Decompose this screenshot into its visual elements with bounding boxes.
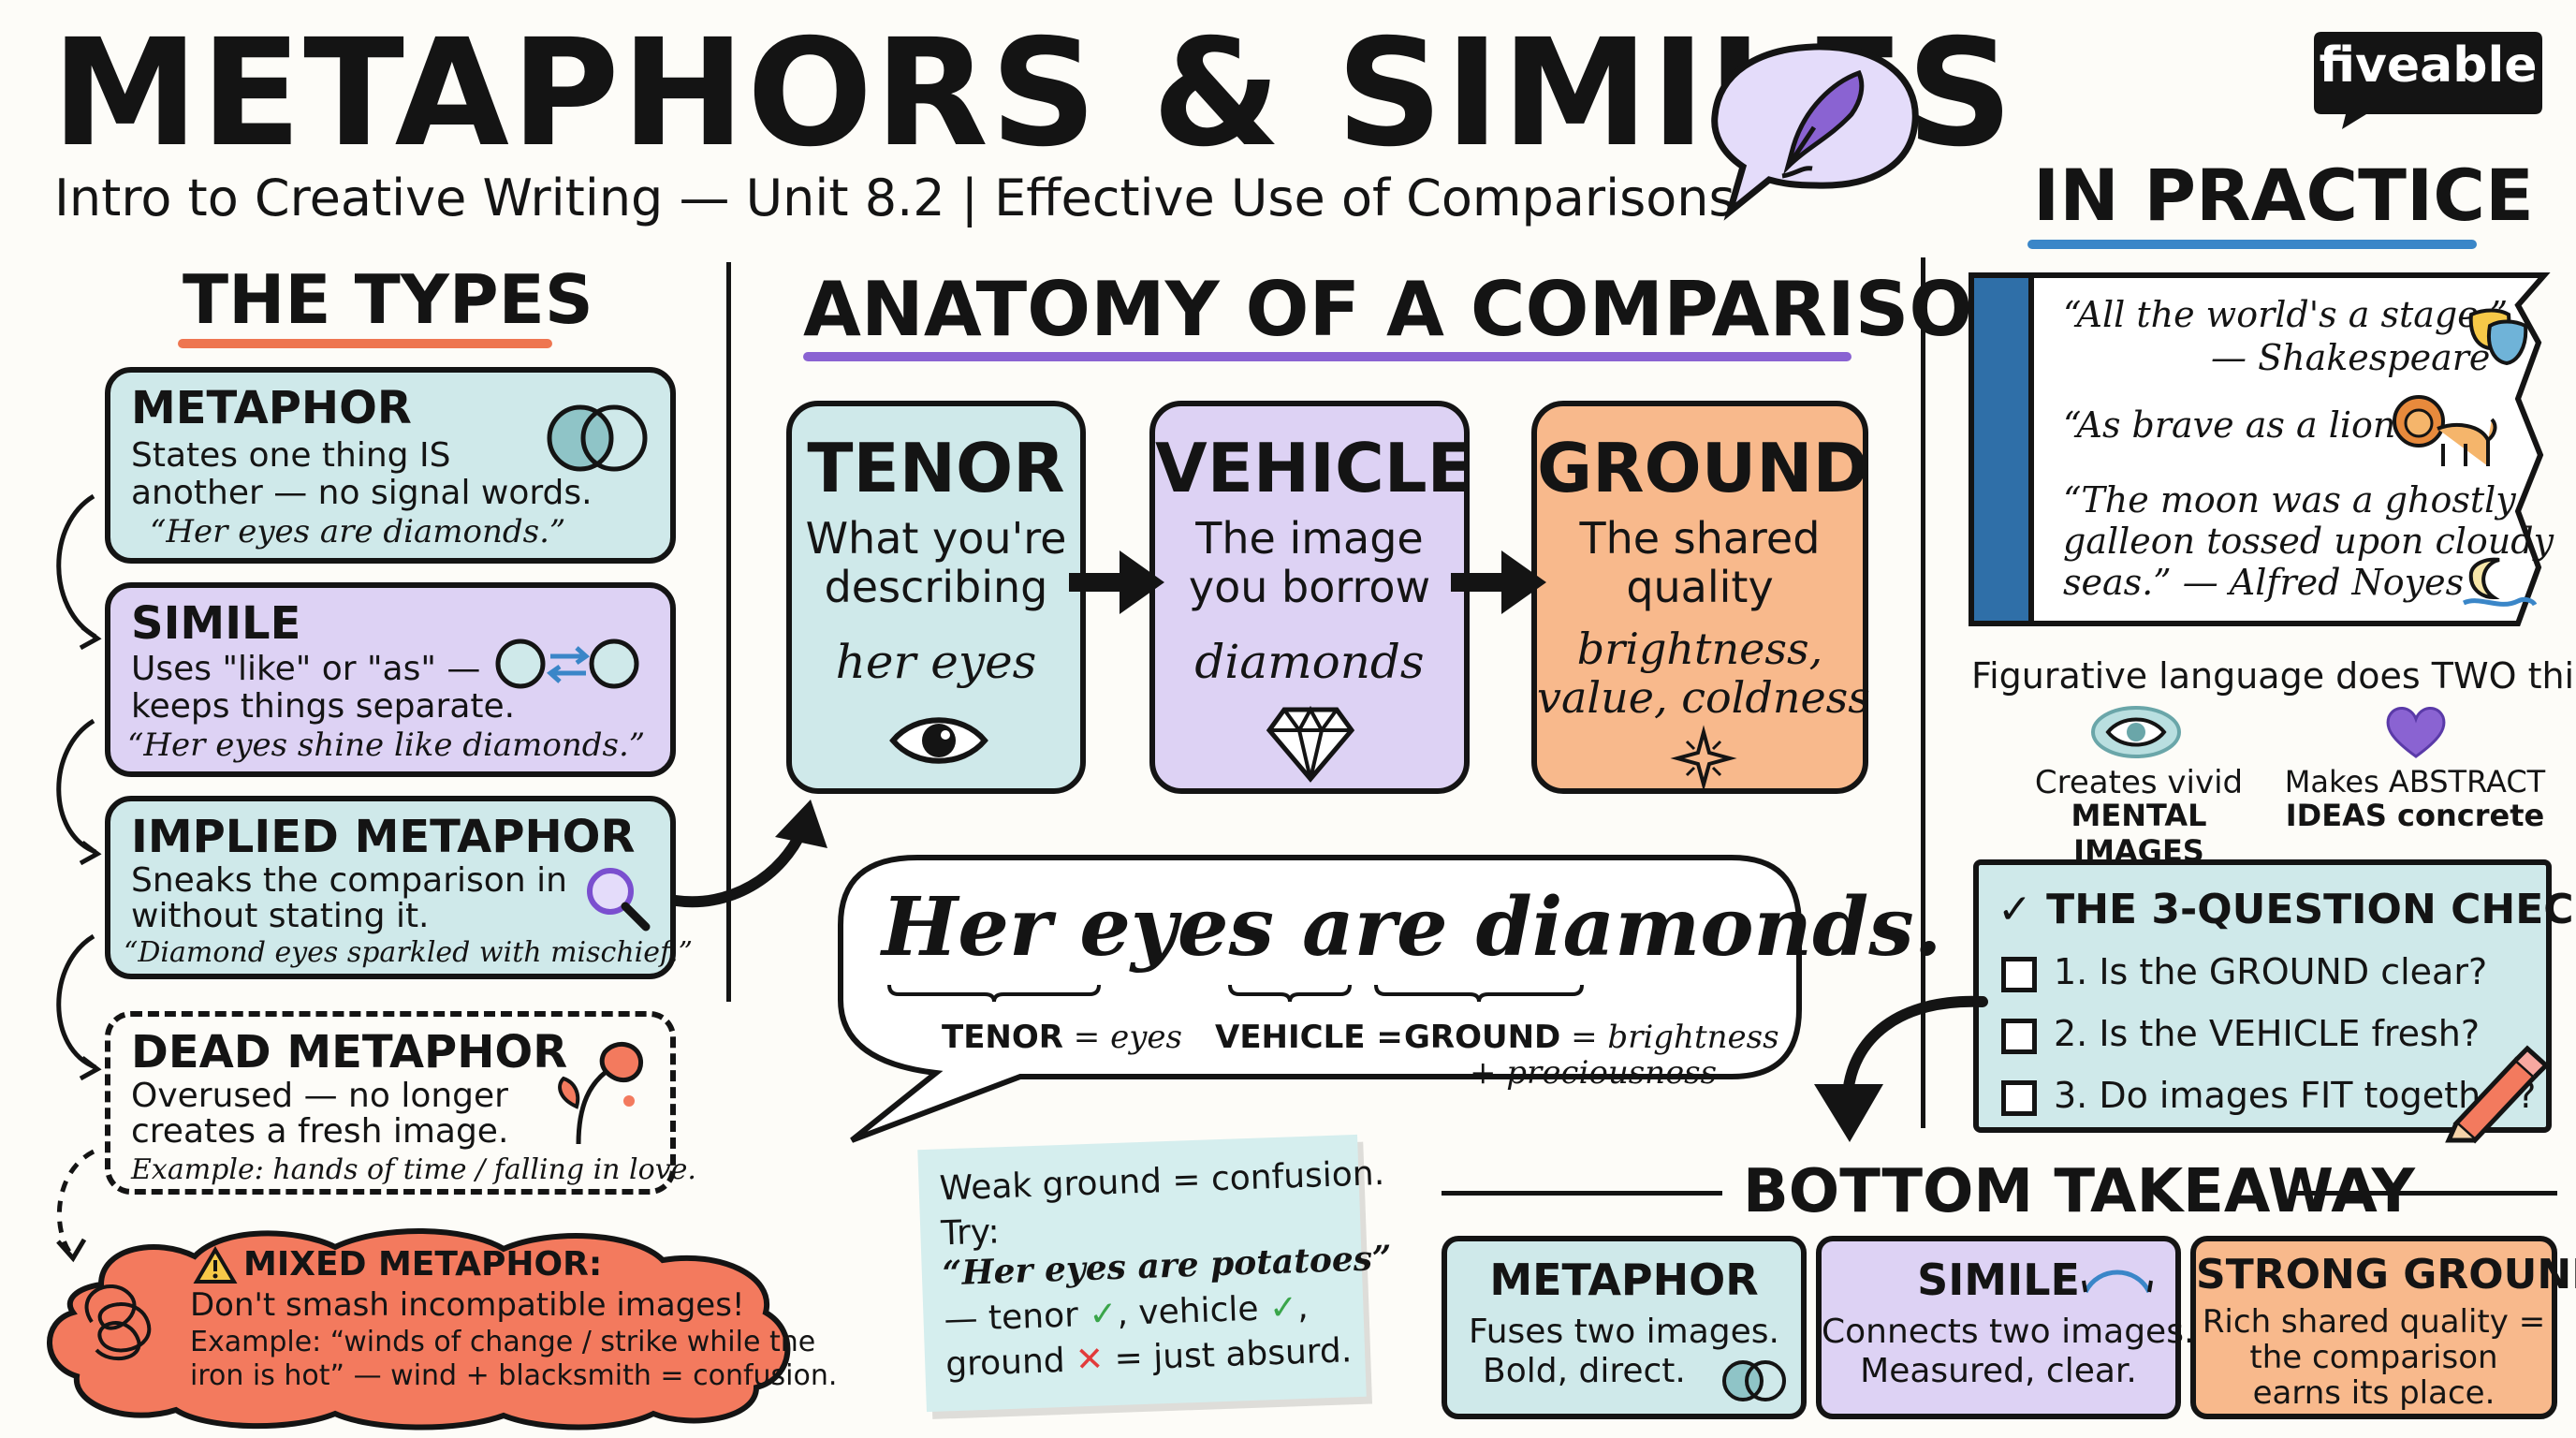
type-card-metaphor: METAPHOR States one thing IS another — n… [105,367,676,564]
lion-icon [2391,388,2503,476]
takeaway-card-simile: SIMILE Connects two images. Measured, cl… [1816,1236,2194,1419]
anatomy-heading: ANATOMY OF A COMPARISON [803,266,2036,353]
check-question-2[interactable]: 2. Is the VEHICLE fresh? [2001,1013,2536,1054]
checkbox[interactable] [2001,1079,2037,1116]
curved-arrow-to-anatomy [670,800,827,908]
anatomy-box-vehicle: VEHICLE The image you borrow diamonds [1149,401,1473,794]
practice-heading-underline [2027,240,2477,249]
heart-icon [2383,704,2449,764]
anatomy-heading-underline [803,352,1852,361]
overlapping-circles-icon [1719,1357,1790,1408]
two-things-text: Figurative language does TWO things: [1971,655,2576,697]
arrow-vehicle-to-ground [1451,550,1546,614]
column-divider-right [1921,257,1925,1128]
checkbox[interactable] [2001,1018,2037,1054]
check-icon: ✓ [1088,1294,1119,1334]
two-circles-arrows-icon [492,631,642,700]
page-title: METAPHORS & SIMILES [51,7,2015,180]
types-heading-underline [178,339,552,348]
weak-ground-note: Weak ground = confusion. Try: “Her eyes … [917,1134,1392,1413]
takeaway-rule-right [2295,1191,2557,1196]
label-tenor: TENOR [942,1019,1063,1056]
pencil-icon [2437,1039,2550,1146]
arrow-tenor-to-vehicle [1069,550,1164,614]
label-ground-value-2: + preciousness [1470,1054,1718,1092]
quill-feather-icon [1702,36,1926,223]
check-question-3[interactable]: 3. Do images FIT together? [2001,1075,2536,1116]
anatomy-box-ground: GROUND The shared quality brightness, va… [1531,401,1870,794]
sparkle-icon [1670,725,1737,792]
types-flow-arrows [56,493,102,1263]
label-vehicle: VEHICLE = [1215,1019,1403,1056]
cross-icon: ✕ [1075,1340,1105,1380]
three-question-check: ✓ THE 3-QUESTION CHECK 1. Is the GROUND … [1973,859,2576,1133]
label-ground-value: = brightness [1571,1019,1779,1056]
type-card-simile: SIMILE Uses "like" or "as" — keeps thing… [105,582,676,777]
label-tenor-value: = eyes [1073,1019,1182,1056]
anatomy-box-tenor: TENOR What you're describing her eyes [786,401,1086,794]
takeaway-rule-left [1442,1191,1722,1196]
fiveable-logo: fiveable [2310,28,2546,129]
type-card-dead-metaphor: DEAD METAPHOR Overused — no longer creat… [105,1011,696,1195]
type-card-implied-metaphor: IMPLIED METAPHOR Sneaks the comparison i… [105,796,693,979]
diamond-icon [1266,704,1355,786]
vivid-eye-icon [2089,704,2183,764]
page-subtitle: Intro to Creative Writing — Unit 8.2 | E… [54,169,1735,227]
bridge-arrows-icon [2080,1260,2155,1301]
column-divider-left [726,262,731,1002]
takeaway-card-strong-ground: STRONG GROUND Rich shared quality = the … [2190,1236,2576,1419]
quotes-scroll: “All the world's a stage.” — Shakespeare… [1966,268,2554,633]
mixed-metaphor-cloud: MIXED METAPHOR: Don't smash incompatible… [36,1219,837,1434]
types-heading: THE TYPES [183,260,593,339]
arrow-check-to-takeaway [1814,995,1988,1142]
overlapping-circles-icon [541,401,653,479]
example-sentence-bubble: Her eyes are diamonds. TENOR = eyes VEHI… [833,850,1942,1150]
eye-icon [887,708,990,777]
check-icon: ✓ [1268,1288,1298,1328]
label-ground: GROUND [1404,1019,1561,1056]
warning-icon [193,1246,238,1288]
wilted-flower-icon [550,1034,653,1150]
takeaway-card-metaphor: METAPHOR Fuses two images. Bold, direct. [1442,1236,1807,1419]
check-question-1[interactable]: 1. Is the GROUND clear? [2001,951,2536,992]
theater-masks-icon [2466,305,2531,374]
checkbox[interactable] [2001,956,2037,992]
scribble-icon [84,1284,152,1360]
practice-heading: IN PRACTICE [2033,154,2534,237]
example-sentence: Her eyes are diamonds. [882,880,1942,975]
magnifier-icon [580,861,655,940]
moon-icon [2462,554,2538,614]
